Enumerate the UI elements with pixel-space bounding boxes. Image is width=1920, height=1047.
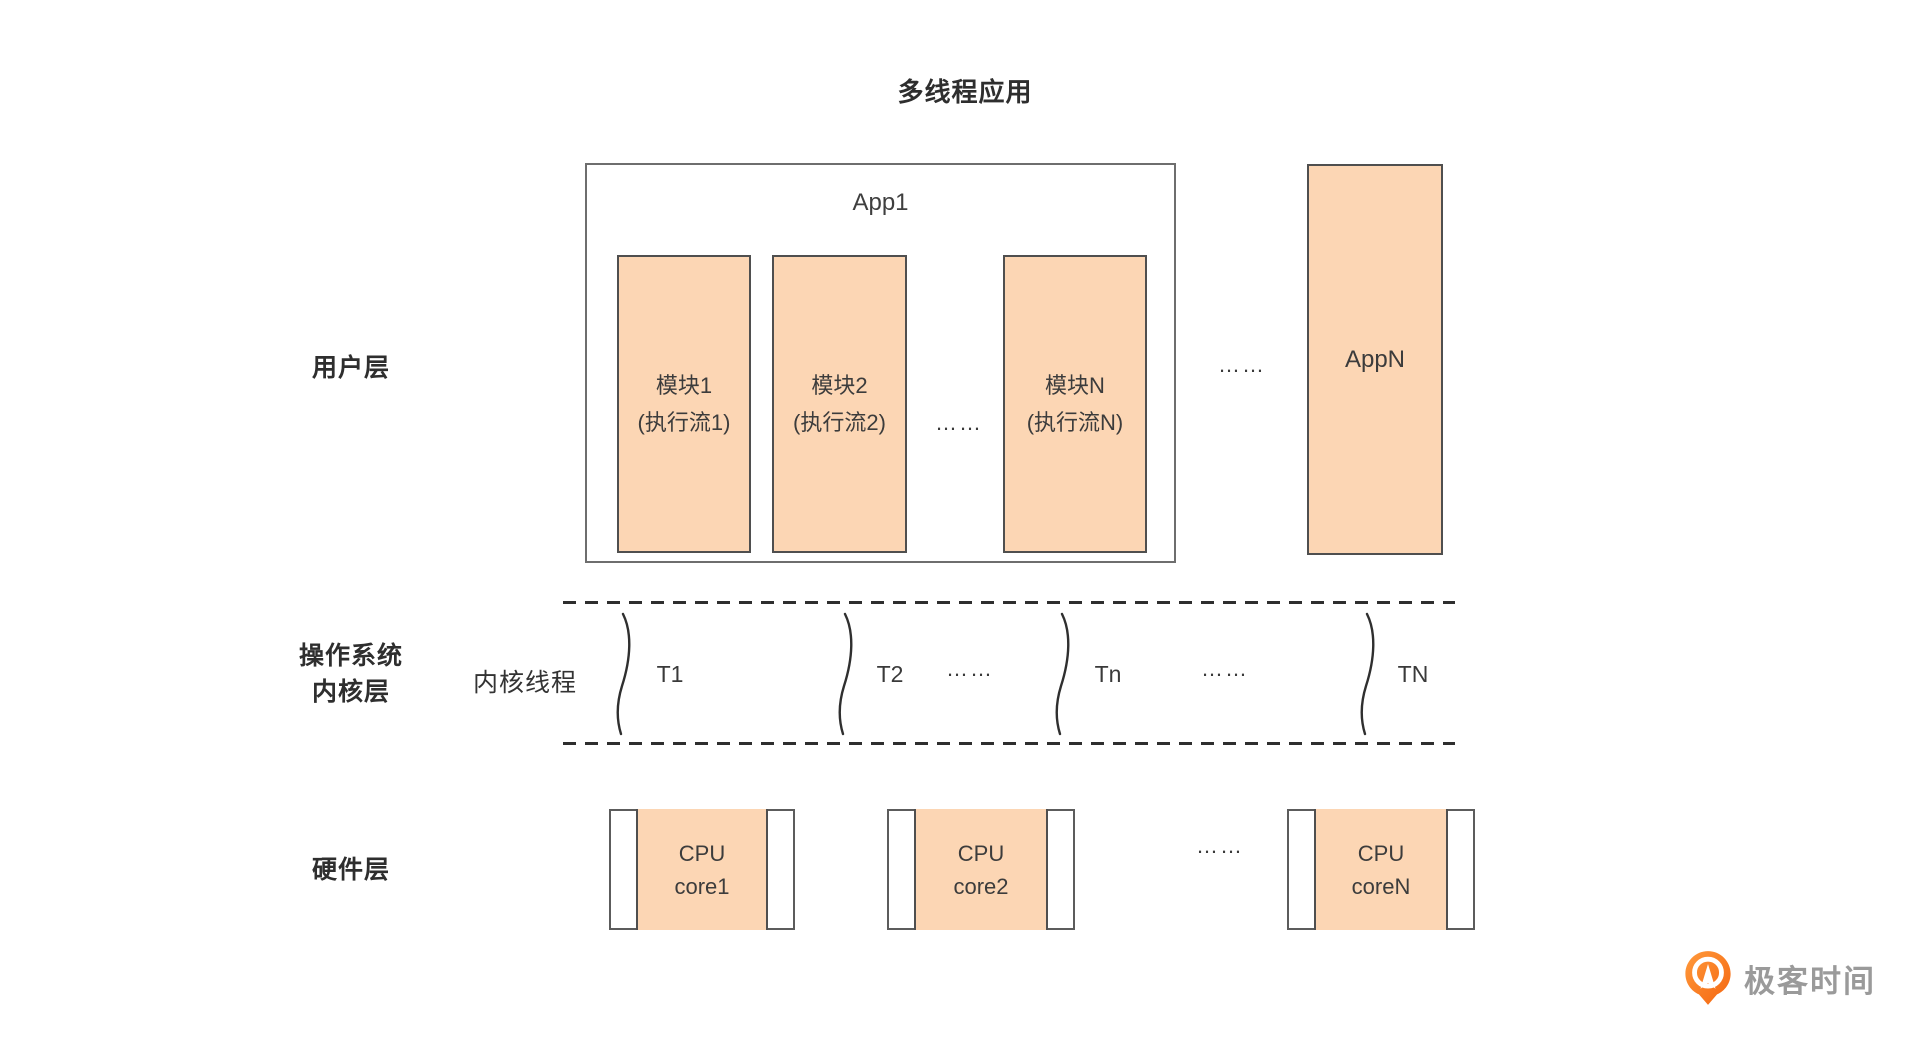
kernel-layer-label-line2: 内核层 <box>311 678 390 706</box>
cpu-core-1-line2: core1 <box>674 873 730 899</box>
thread-label-tn: Tn <box>1094 661 1122 687</box>
thread-squiggle-icon <box>838 612 853 736</box>
geektime-logo: 极客时间 <box>1682 950 1876 1006</box>
thread-squiggle-icon <box>1055 612 1070 736</box>
module-1-flow: (执行流1) <box>637 410 731 435</box>
cpu-ellipsis: …… <box>1196 833 1244 858</box>
hardware-layer-label: 硬件层 <box>311 856 390 884</box>
kernel-threads-ellipsis-2: …… <box>1201 656 1249 681</box>
app1-label: App1 <box>852 189 909 216</box>
app1-process-box: App1 模块1 (执行流1) 模块2 (执行流2) …… 模块N (执行流N) <box>585 163 1176 563</box>
cpu-core-n-line1: CPU <box>1357 840 1405 866</box>
cpu-core-1-line1: CPU <box>678 840 726 866</box>
diagram-title: 多线程应用 <box>897 77 1033 107</box>
thread-label-t1: T1 <box>656 661 684 687</box>
apps-ellipsis: …… <box>1218 352 1266 377</box>
module-1-name: 模块1 <box>655 373 713 398</box>
kernel-boundary-top-dashed-line <box>563 601 1455 604</box>
cpu-core-1-die: CPU core1 <box>636 809 768 930</box>
module-1-box: 模块1 (执行流1) <box>617 255 751 553</box>
module-2-box: 模块2 (执行流2) <box>772 255 907 553</box>
cpu-core-2-box: CPU core2 <box>887 809 1075 930</box>
module-n-box: 模块N (执行流N) <box>1003 255 1147 553</box>
module-n-flow: (执行流N) <box>1026 410 1124 435</box>
thread-label-tN: TN <box>1397 661 1429 687</box>
cpu-core-n-line2: coreN <box>1351 873 1411 899</box>
appn-process-box: AppN <box>1307 164 1443 555</box>
kernel-layer-label: 操作系统 内核层 <box>271 638 431 710</box>
module-n-name: 模块N <box>1045 373 1105 398</box>
cpu-core-2-die: CPU core2 <box>914 809 1048 930</box>
cpu-core-n-die: CPU coreN <box>1314 809 1448 930</box>
geektime-logo-text: 极客时间 <box>1744 963 1876 999</box>
thread-label-t2: T2 <box>876 661 904 687</box>
thread-squiggle-icon <box>616 612 631 736</box>
geektime-logo-icon <box>1685 951 1731 1005</box>
kernel-threads-label: 内核线程 <box>472 669 577 697</box>
cpu-core-1-box: CPU core1 <box>609 809 795 930</box>
cpu-core-2-line1: CPU <box>957 840 1005 866</box>
kernel-boundary-bottom-dashed-line <box>563 742 1455 745</box>
cpu-core-2-line2: core2 <box>953 873 1009 899</box>
module-2-flow: (执行流2) <box>793 410 886 435</box>
cpu-core-n-box: CPU coreN <box>1287 809 1475 930</box>
kernel-layer-label-line1: 操作系统 <box>298 642 403 670</box>
kernel-threads-ellipsis-1: …… <box>946 656 994 681</box>
module-2-name: 模块2 <box>811 373 868 398</box>
modules-ellipsis: …… <box>935 410 983 435</box>
thread-squiggle-icon <box>1360 612 1375 736</box>
user-layer-label: 用户层 <box>311 354 390 382</box>
